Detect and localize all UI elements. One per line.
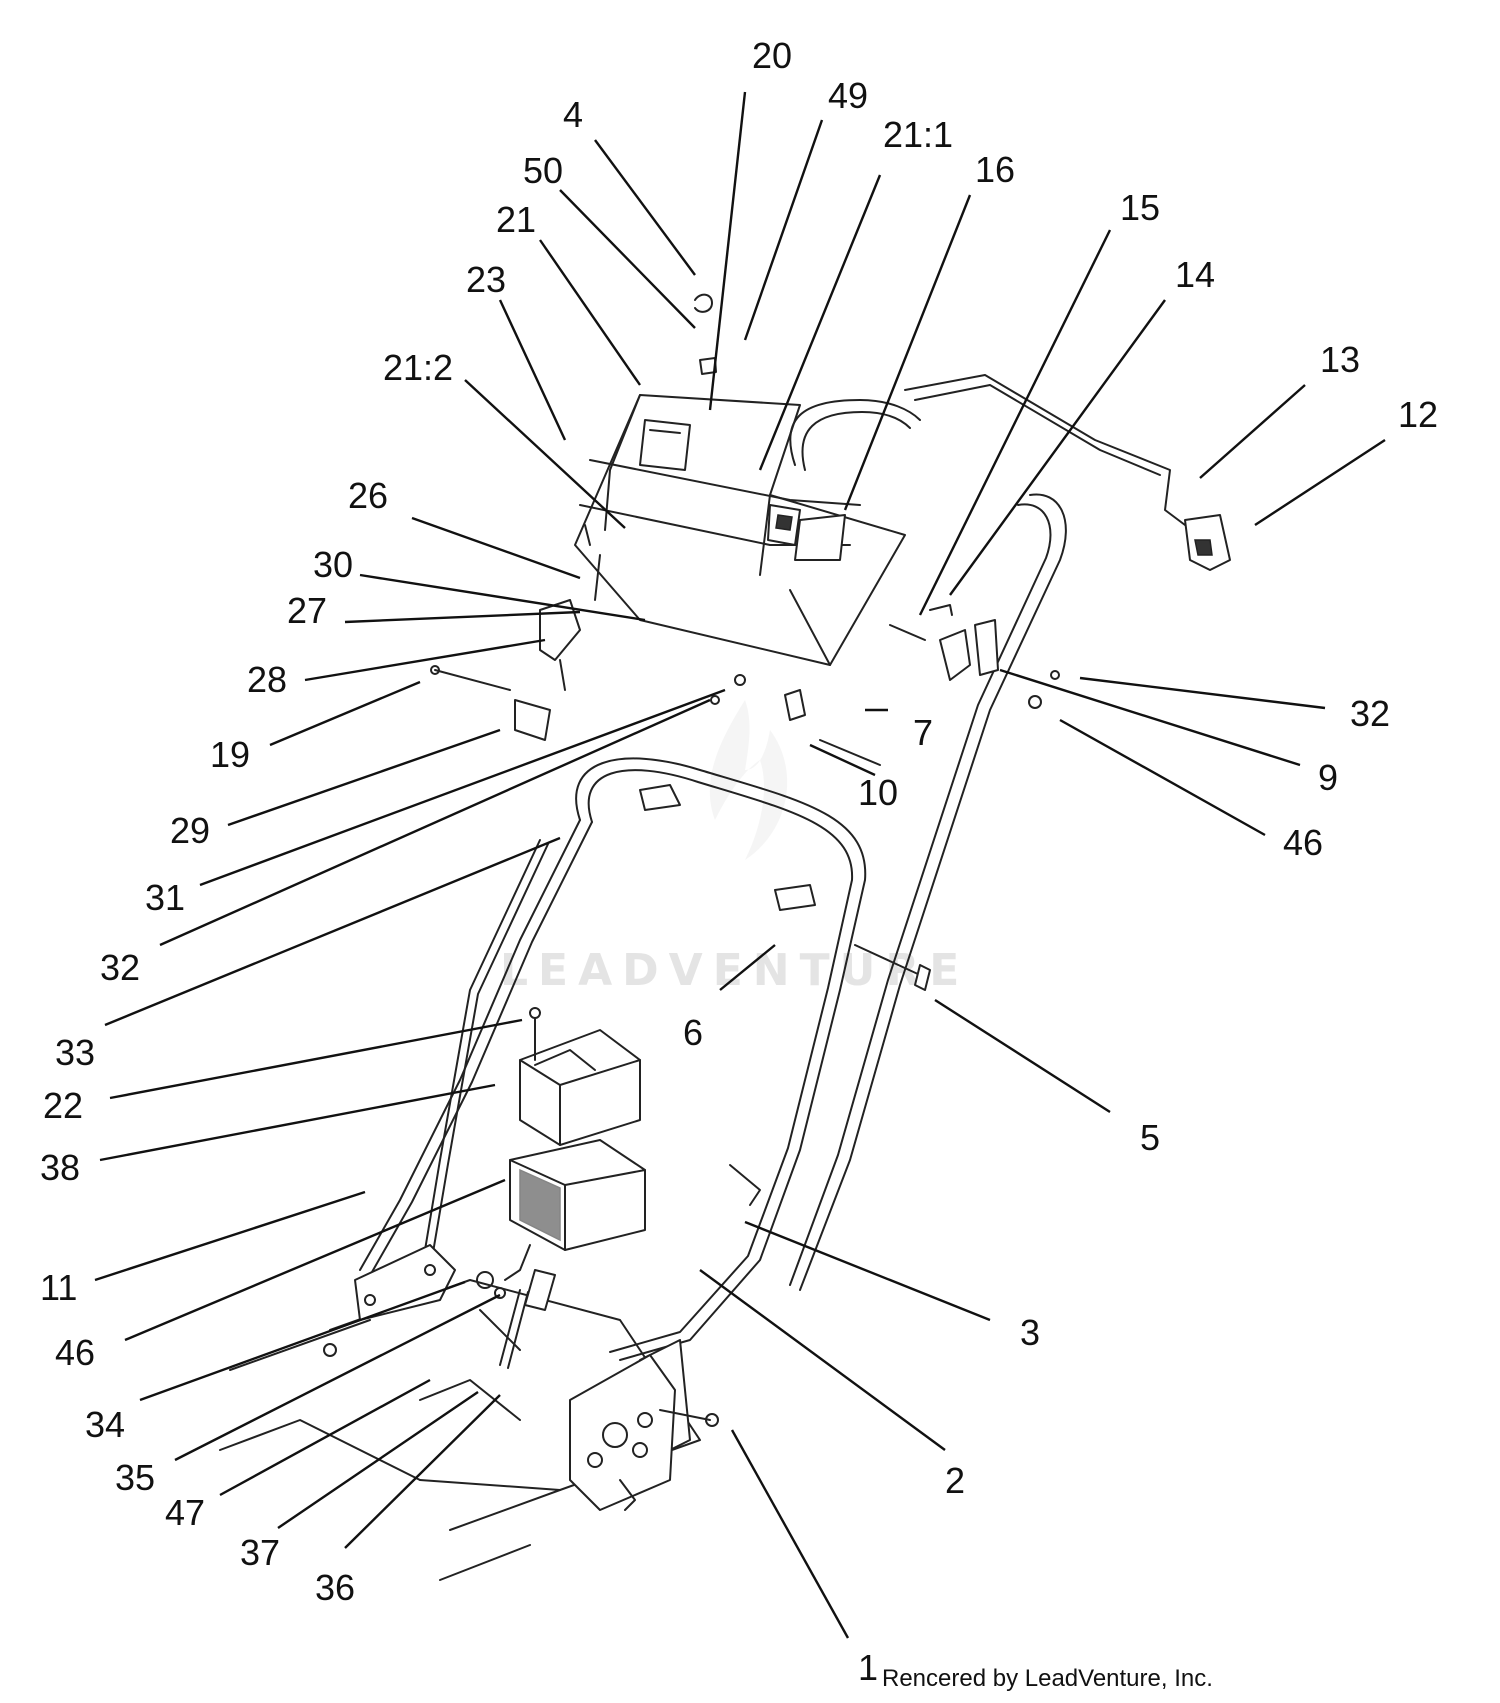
render-credit: Rencered by LeadVenture, Inc. [882, 1665, 1213, 1692]
leader-32a [1079, 676, 1326, 710]
leader-9 [999, 668, 1301, 767]
leader-31 [199, 688, 726, 887]
leader-46b [124, 1178, 506, 1342]
callout-13: 13 [1320, 339, 1360, 380]
leader-28 [304, 638, 546, 682]
leader-2 [699, 1269, 946, 1451]
bail-bar [904, 374, 1231, 571]
callout-26: 26 [348, 475, 388, 516]
leader-38 [99, 1083, 496, 1162]
callout-22: 22 [43, 1085, 83, 1126]
callout-38: 38 [40, 1147, 80, 1188]
leader-22 [109, 1018, 523, 1100]
callout-11: 11 [40, 1267, 77, 1308]
callout-32a: 32 [1350, 693, 1390, 734]
leader-12 [1254, 438, 1386, 527]
leader-1 [730, 1429, 850, 1639]
callout-47: 47 [165, 1492, 205, 1533]
callout-21-2: 21:2 [383, 347, 453, 388]
leader-49 [743, 119, 824, 341]
callout-20: 20 [752, 35, 792, 76]
callout-21: 21 [496, 199, 536, 240]
leader-lines [94, 91, 1386, 1639]
leader-30 [359, 573, 646, 622]
mounting-bracket [569, 1354, 676, 1511]
callout-28: 28 [247, 659, 287, 700]
watermark-text: LEADVENTURE [500, 945, 969, 996]
leader-37 [277, 1391, 479, 1529]
battery-box [519, 1029, 641, 1146]
leader-4 [594, 139, 696, 276]
leader-3 [744, 1220, 991, 1322]
left-bracket [354, 1244, 456, 1321]
callout-36: 36 [315, 1567, 355, 1608]
leader-34 [139, 1280, 466, 1402]
callout-3: 3 [1020, 1312, 1040, 1353]
gas-spring [479, 1269, 556, 1369]
leader-10 [809, 743, 876, 777]
leader-15 [918, 229, 1112, 616]
callout-29: 29 [170, 810, 210, 851]
callout-6: 6 [683, 1012, 703, 1053]
leader-50 [559, 189, 696, 329]
leader-46a [1059, 718, 1266, 837]
watermark-logo [709, 700, 788, 860]
hardware-small [430, 293, 1060, 1427]
callout-14: 14 [1175, 254, 1215, 295]
leader-21-2 [464, 379, 626, 529]
callout-50: 50 [523, 150, 563, 191]
leader-47 [219, 1378, 431, 1497]
leader-20 [708, 91, 747, 411]
callout-33: 33 [55, 1032, 95, 1073]
callout-labels: 20 49 4 21:1 16 50 15 21 14 23 13 21:2 1… [40, 35, 1438, 1688]
callout-35: 35 [115, 1457, 155, 1498]
callout-4: 4 [563, 94, 583, 135]
callout-46a: 46 [1283, 822, 1323, 863]
callout-15: 15 [1120, 187, 1160, 228]
control-rod [419, 839, 549, 1283]
leader-21 [539, 239, 641, 386]
mower-handle-assembly [219, 293, 1231, 1581]
leader-13 [1199, 384, 1306, 479]
leader-36 [344, 1394, 501, 1549]
leader-35 [174, 1293, 501, 1462]
upper-handle [789, 399, 1067, 1291]
leader-19 [269, 680, 421, 747]
callout-21-1: 21:1 [883, 114, 953, 155]
leader-26 [411, 516, 581, 580]
callout-9: 9 [1318, 757, 1338, 798]
leader-23 [498, 299, 567, 441]
battery [504, 1139, 646, 1281]
leader-32b [159, 698, 711, 947]
callout-32b: 32 [100, 947, 140, 988]
callout-27: 27 [287, 590, 327, 631]
callout-49: 49 [828, 75, 868, 116]
callout-34: 34 [85, 1404, 125, 1445]
callout-19: 19 [210, 734, 250, 775]
leader-21-1 [758, 174, 882, 471]
callout-23: 23 [466, 259, 506, 300]
callout-46b: 46 [55, 1332, 95, 1373]
callout-31: 31 [145, 877, 185, 918]
callout-7: 7 [913, 712, 933, 753]
leader-11 [94, 1190, 366, 1282]
callout-2: 2 [945, 1460, 965, 1501]
leader-6 [719, 944, 776, 991]
callout-1: 1 [858, 1647, 878, 1688]
leader-5 [934, 998, 1111, 1114]
callout-10: 10 [858, 772, 898, 813]
leader-27 [344, 610, 581, 624]
callout-16: 16 [975, 149, 1015, 190]
control-panel [574, 394, 906, 666]
callout-12: 12 [1398, 394, 1438, 435]
leader-14 [949, 299, 1166, 596]
callout-30: 30 [313, 544, 353, 585]
leader-33 [104, 836, 561, 1027]
leader-29 [227, 728, 501, 827]
callout-37: 37 [240, 1532, 280, 1573]
callout-5: 5 [1140, 1117, 1160, 1158]
leader-16 [843, 194, 972, 511]
